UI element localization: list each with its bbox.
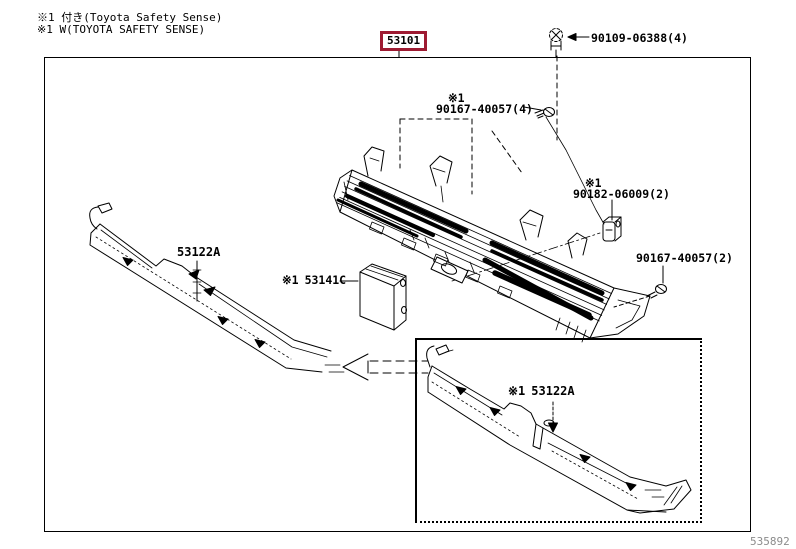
- part-callout-53101[interactable]: 53101: [380, 31, 428, 51]
- callout-90109-06388[interactable]: 90109-06388(4): [591, 31, 688, 45]
- callout-90167-40057-4-prefix: ※1: [448, 91, 465, 105]
- note-toyota-safety-sense-en: ※1 W(TOYOTA SAFETY SENSE): [37, 23, 206, 36]
- callout-53122a[interactable]: 53122A: [177, 245, 221, 259]
- callout-90167-40057-4[interactable]: 90167-40057(4): [436, 102, 533, 116]
- callout-53122a-alt-number[interactable]: 53122A: [531, 384, 575, 398]
- callout-90182-06009[interactable]: 90182-06009(2): [573, 187, 670, 201]
- figure-code: 535892: [750, 535, 790, 548]
- callout-53141c-number[interactable]: 53141C: [304, 273, 347, 287]
- diagram-border: [44, 57, 751, 532]
- callout-90167-40057-2[interactable]: 90167-40057(2): [636, 251, 733, 265]
- callout-53122a-alt[interactable]: ※1 53122A: [508, 384, 575, 398]
- callout-53141c-prefix: ※1: [282, 273, 299, 287]
- callout-53141c[interactable]: ※1 53141C: [282, 273, 346, 287]
- alternate-part-box: [415, 338, 702, 523]
- note-toyota-safety-sense-jp: ※1 付き(Toyota Safety Sense): [37, 11, 223, 24]
- callout-90182-06009-prefix: ※1: [585, 176, 602, 190]
- bolt-icon: [549, 28, 563, 58]
- callout-53122a-alt-prefix: ※1: [508, 384, 526, 398]
